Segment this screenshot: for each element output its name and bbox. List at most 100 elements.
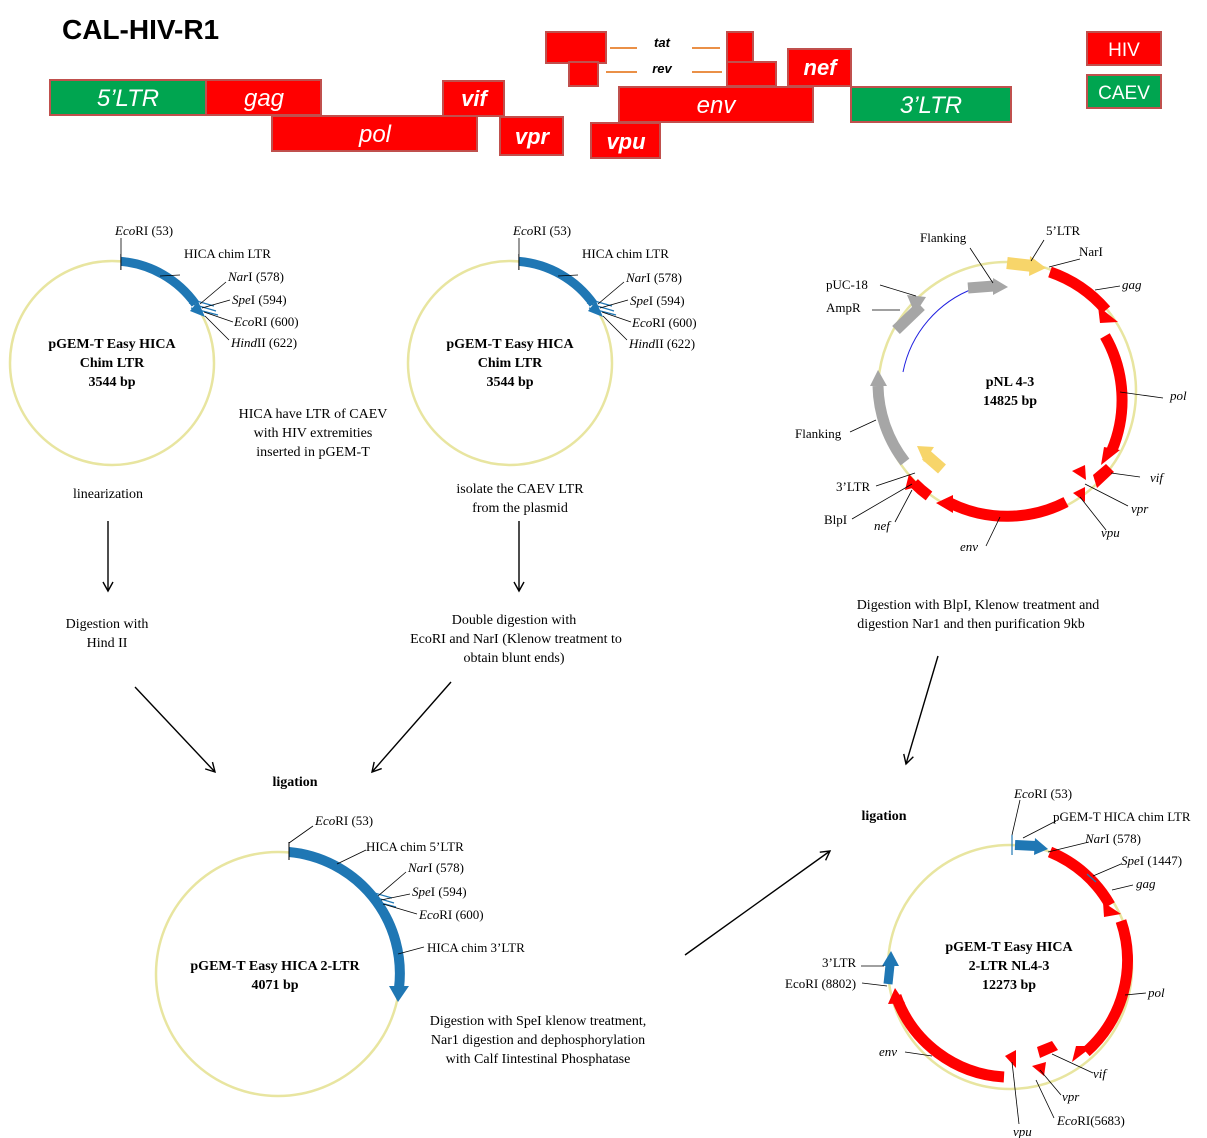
plasmid-c-blpi-leader — [851, 483, 913, 520]
plasmid-e-gag-leader — [1111, 884, 1134, 891]
pol-label: pol — [358, 121, 392, 148]
note-spei-line1: Digestion with SpeI klenow treatment, — [430, 1014, 647, 1029]
diagram-title: CAL-HIV-R1 — [62, 14, 219, 45]
note-hica-line1: HICA have LTR of CAEV — [239, 407, 388, 422]
pol-block — [271, 115, 478, 152]
plasmid-c-nari-leader — [1048, 258, 1081, 268]
plasmid-c-ltr3-label: 3’LTR — [836, 479, 871, 494]
plasmid-b-spei-label: SpeI (594) — [630, 293, 685, 308]
arrow-double-to-ligation — [371, 681, 452, 774]
plasmid-c-flanking-top-segment — [967, 280, 995, 294]
plasmid-e-ltr3-segment — [883, 964, 895, 985]
plasmid-d-chim5-leader — [336, 849, 367, 865]
plasmid-b: EcoRI (53) HICA chim LTR NarI (578) SpeI… — [406, 223, 697, 467]
plasmid-c-ltr3-segment — [922, 450, 946, 474]
plasmid-b-ecori-site — [588, 307, 617, 316]
plasmid-e-chim-leader — [1022, 820, 1057, 839]
plasmid-c-vif-label: vif — [1150, 470, 1165, 485]
plasmid-c-env-segment — [947, 497, 1069, 522]
plasmid-e-pol-leader — [1124, 992, 1147, 996]
plasmid-e-vpu-leader — [1011, 1061, 1020, 1125]
plasmid-d-ecori600-site — [369, 899, 397, 908]
plasmid-d: EcoRI (53) HICA chim 5’LTR NarI (578) Sp… — [154, 813, 525, 1098]
plasmid-d-nari-label: NarI (578) — [407, 860, 464, 875]
plasmid-c-pol-label: pol — [1169, 388, 1187, 403]
plasmid-b-spei-site — [586, 302, 615, 312]
plasmid-e-vpr-label: vpr — [1062, 1089, 1080, 1104]
plasmid-d-nari-leader — [377, 871, 407, 897]
plasmid-c-env-arrowhead — [936, 495, 953, 513]
plasmid-c-vpu-segment — [1073, 487, 1085, 502]
note-double-line3: obtain blunt ends) — [463, 651, 564, 666]
note-blpi-line2: digestion Nar1 and then purification 9kb — [857, 617, 1084, 632]
plasmid-c-puc18-arc — [902, 287, 976, 373]
plasmid-b-size: 3544 bp — [486, 375, 533, 390]
vif-block — [442, 80, 505, 117]
plasmid-c-gag-arrowhead — [1098, 306, 1118, 323]
env-block — [618, 86, 814, 123]
note-isolate-line2: from the plasmid — [472, 501, 568, 516]
tat-exon1-block — [545, 31, 607, 64]
rev-label: rev — [652, 61, 672, 76]
plasmid-e-pol-label: pol — [1147, 985, 1165, 1000]
plasmid-a-name-line1: pGEM-T Easy HICA — [48, 337, 176, 352]
plasmid-c-nef-leader — [894, 489, 913, 523]
plasmid-e-spei-label: SpeI (1447) — [1121, 853, 1182, 868]
plasmid-a-ecori-label: EcoRI (53) — [114, 223, 173, 238]
plasmid-c-vpu-label: vpu — [1101, 525, 1120, 540]
plasmid-e-ecori8802-leader — [861, 982, 888, 987]
plasmid-d-chim3-label: HICA chim 3’LTR — [427, 940, 525, 955]
note-hind-line2: Hind II — [87, 636, 128, 651]
plasmid-b-ecori-label: EcoRI (53) — [512, 223, 571, 238]
plasmid-e-vpu-label: vpu — [1013, 1124, 1032, 1138]
plasmid-e-ltr3-arrowhead — [882, 951, 899, 966]
plasmid-b-name-line2: Chim LTR — [478, 356, 543, 371]
plasmid-c-vif-segment — [1093, 464, 1114, 488]
arrow-spei-to-ligation — [684, 850, 832, 956]
tat-label: tat — [654, 35, 671, 50]
rev-exon2-block — [726, 61, 777, 87]
plasmid-d-ecori-leader — [288, 825, 314, 844]
note-double-line1: Double digestion with — [452, 613, 576, 628]
plasmid-a-chim-label: HICA chim LTR — [184, 246, 271, 261]
plasmid-c-pol-leader — [1119, 391, 1164, 399]
plasmid-e-chim-arrowhead — [1034, 838, 1048, 855]
plasmid-a: EcoRI (53) HICA chim LTR NarI (578) SpeI… — [8, 223, 299, 467]
plasmid-e-env-leader — [904, 1051, 933, 1057]
plasmid-c-nari-label: NarI — [1079, 244, 1103, 259]
note-hica-line3: inserted in pGEM-T — [256, 445, 370, 460]
plasmid-e-chim-segment — [1014, 840, 1037, 851]
plasmid-a-spei-label: SpeI (594) — [232, 292, 287, 307]
plasmid-a-ecori600-label: EcoRI (600) — [233, 314, 299, 329]
plasmid-e-pol-segment — [1082, 919, 1133, 1057]
plasmid-c-vpr-leader — [1084, 483, 1129, 507]
plasmid-b-chim-ltr-arrowhead — [588, 301, 603, 317]
plasmid-e-nari-leader — [1047, 841, 1090, 853]
plasmid-d-chim-arrowhead — [389, 986, 409, 1002]
plasmid-c-name: pNL 4-3 — [986, 375, 1035, 390]
legend-caev-swatch — [1086, 74, 1162, 109]
vpr-label: vpr — [515, 124, 551, 149]
arrow-hind-to-ligation — [134, 686, 216, 774]
plasmid-b-nari-leader — [597, 281, 625, 305]
plasmid-a-name-line2: Chim LTR — [80, 356, 145, 371]
plasmid-c-flanking-left-leader — [849, 419, 877, 433]
plasmid-e: EcoRI (53) pGEM-T HICA chim LTR NarI (57… — [785, 786, 1191, 1138]
plasmid-c-pol-arrowhead — [1101, 447, 1120, 465]
plasmid-e-vpr-leader — [1039, 1069, 1062, 1096]
plasmid-d-spei-label: SpeI (594) — [412, 884, 467, 899]
note-isolate-line1: isolate the CAEV LTR — [456, 482, 584, 497]
plasmid-a-chim-leader — [159, 274, 181, 277]
legend-hiv-label: HIV — [1108, 40, 1140, 61]
plasmid-e-env-arrowhead — [888, 988, 905, 1004]
plasmid-e-vpu-segment — [1005, 1050, 1016, 1068]
legend-caev-label: CAEV — [1098, 83, 1150, 104]
vpr-block — [499, 116, 564, 156]
plasmid-e-pol-arrowhead — [1072, 1046, 1093, 1062]
plasmid-d-ecori600-label: EcoRI (600) — [418, 907, 484, 922]
plasmid-e-vif-leader — [1051, 1053, 1094, 1074]
plasmid-d-spei-site — [366, 894, 395, 904]
plasmid-e-ecori-leader — [1011, 799, 1021, 836]
plasmid-e-ecori-label: EcoRI (53) — [1013, 786, 1072, 801]
plasmid-c-ltr5-segment — [1006, 257, 1034, 272]
